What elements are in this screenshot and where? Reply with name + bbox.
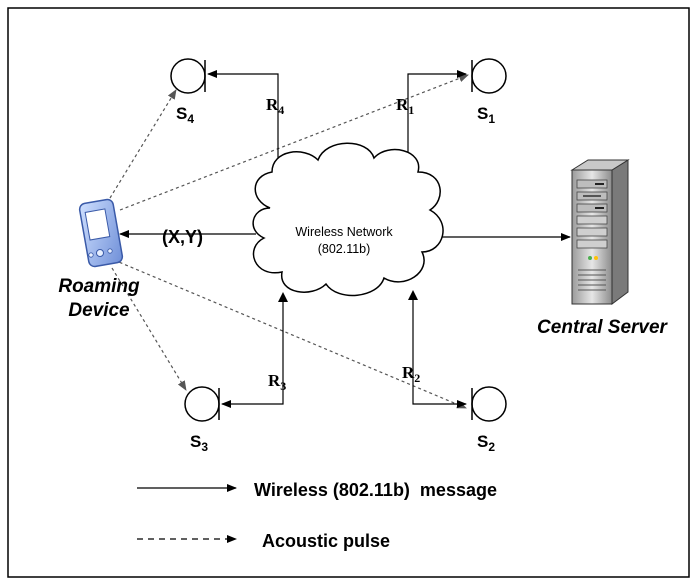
r4-to-s4 (207, 70, 279, 188)
cloud-label-line2: (802.11b) (318, 242, 371, 256)
central-server-label: Central Server (537, 317, 669, 338)
r3-to-s3 (221, 302, 284, 408)
pda-icon (78, 198, 124, 268)
speaker-s2 (471, 386, 507, 422)
diagram-border (7, 7, 690, 578)
pulse-to-s1 (119, 74, 469, 211)
speaker-s1-icon (471, 58, 507, 94)
receiver-r2-label: R2 (402, 363, 420, 385)
pulse-to-s2 (113, 259, 467, 409)
speaker-s3-icon (184, 386, 220, 422)
r2-to-s2 (412, 300, 467, 408)
wireless-network-cloud (252, 142, 444, 297)
speaker-s3 (184, 386, 220, 422)
speaker-s2-icon (471, 386, 507, 422)
speaker-s4 (170, 58, 206, 94)
receiver-r1-label: R1 (396, 95, 414, 117)
acoustic-pulse-lines (109, 74, 469, 409)
legend-dashed-label: Acoustic pulse (262, 531, 390, 551)
receiver-r4-label: R4 (266, 95, 284, 117)
speaker-s4-label: S4 (176, 104, 194, 126)
speaker-s3-label: S3 (190, 432, 208, 454)
roaming-device-label-line2: Device (68, 300, 130, 321)
speaker-s2-label: S2 (477, 432, 495, 454)
speaker-s1-label: S1 (477, 104, 495, 126)
wireless-message-lines (119, 70, 571, 408)
speaker-s1 (471, 58, 507, 94)
r1-to-s1 (407, 70, 467, 188)
cloud-label-line1: Wireless Network (295, 225, 393, 239)
coordinate-label: (X,Y) (162, 227, 203, 247)
pulse-to-s4 (109, 89, 177, 199)
legend-solid-label: Wireless (802.11b) message (254, 480, 497, 500)
roaming-device-label-line1: Roaming (58, 276, 140, 297)
legend: Wireless (802.11b) message Acoustic puls… (137, 480, 497, 551)
speaker-s4-icon (170, 58, 206, 94)
server-icon (570, 159, 630, 305)
receiver-r3-label: R3 (268, 371, 286, 393)
